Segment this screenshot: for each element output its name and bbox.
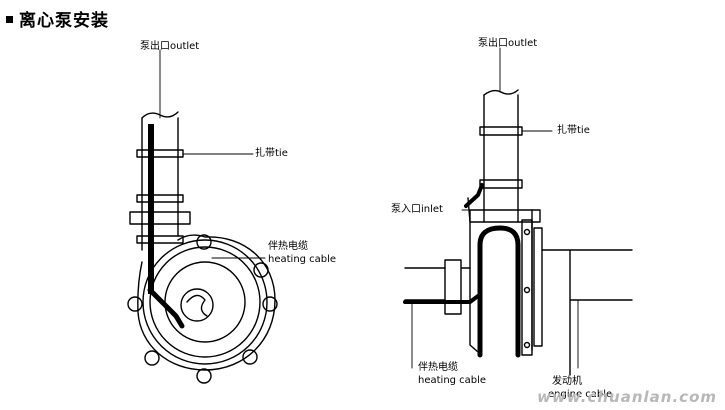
right-inlet-flange [444,259,462,315]
right-plate-bolt-2 [523,286,531,294]
page-title: 离心泵安装 [19,11,109,31]
right-plate-bolt-3 [523,341,531,349]
right-outlet-label: 泵出口outlet [478,38,538,49]
right-outlet-pipe [483,94,519,223]
right-inlet-cable [403,294,480,304]
left-bolt-ear-1 [196,234,212,250]
right-cable-label-cn: 伴热电缆 [418,362,458,373]
left-pump [127,49,278,384]
right-mounting-plate-1 [521,219,533,356]
right-heating-cable-kink [464,183,484,208]
left-impeller-swirl [186,294,208,317]
right-cable-label-en: heating cable [418,375,487,386]
square-bullet-icon [6,16,13,23]
left-tie-label: 扎带tie [255,148,288,159]
right-motor-housing [541,249,633,376]
right-engine-label-cn: 发动机 [552,376,582,387]
right-inlet-pipe [404,267,471,301]
left-tie-ring-1 [136,149,184,158]
left-tie-ring-3 [136,235,184,244]
left-cable-label-en: heating cable [268,254,337,265]
left-volute-casing [137,234,276,371]
left-tie-ring-2 [136,194,184,203]
left-casing-rim [142,239,268,365]
right-pump [403,47,633,376]
left-bolt-ear-5 [196,368,212,384]
right-heating-cable-loop [477,225,521,358]
left-bolt-ear-7 [127,296,143,312]
right-mounting-plate-2 [533,227,543,347]
right-flange [469,209,541,223]
right-pipe-top-break [483,89,519,96]
right-engine-label-en: engine cable [548,389,613,400]
left-outlet-label: 泵出口outlet [140,41,200,52]
left-cable-label-cn: 伴热电缆 [268,241,308,252]
left-bolt-ear-4 [242,349,258,365]
diagram-heading: 离心泵安装 [6,6,109,31]
left-flange [129,211,191,225]
left-outlet-pipe [141,117,179,251]
left-heating-cable-on-casing [147,287,185,329]
left-bolt-ear-6 [144,350,160,366]
right-tie-ring-1 [479,126,523,136]
left-impeller-ring [164,261,246,343]
right-inlet-label: 泵入口inlet [391,204,443,215]
left-impeller-hub [180,288,214,322]
right-plate-bolt-1 [523,228,531,236]
right-tie-ring-2 [479,179,523,189]
left-bolt-ear-3 [262,296,278,312]
right-tie-label: 扎带tie [557,125,590,136]
watermark: www.chuanlan.com [537,388,717,406]
left-bolt-ear-2 [253,262,269,278]
left-heating-cable-on-pipe [148,124,154,294]
left-casing-inner-ring [149,246,261,358]
